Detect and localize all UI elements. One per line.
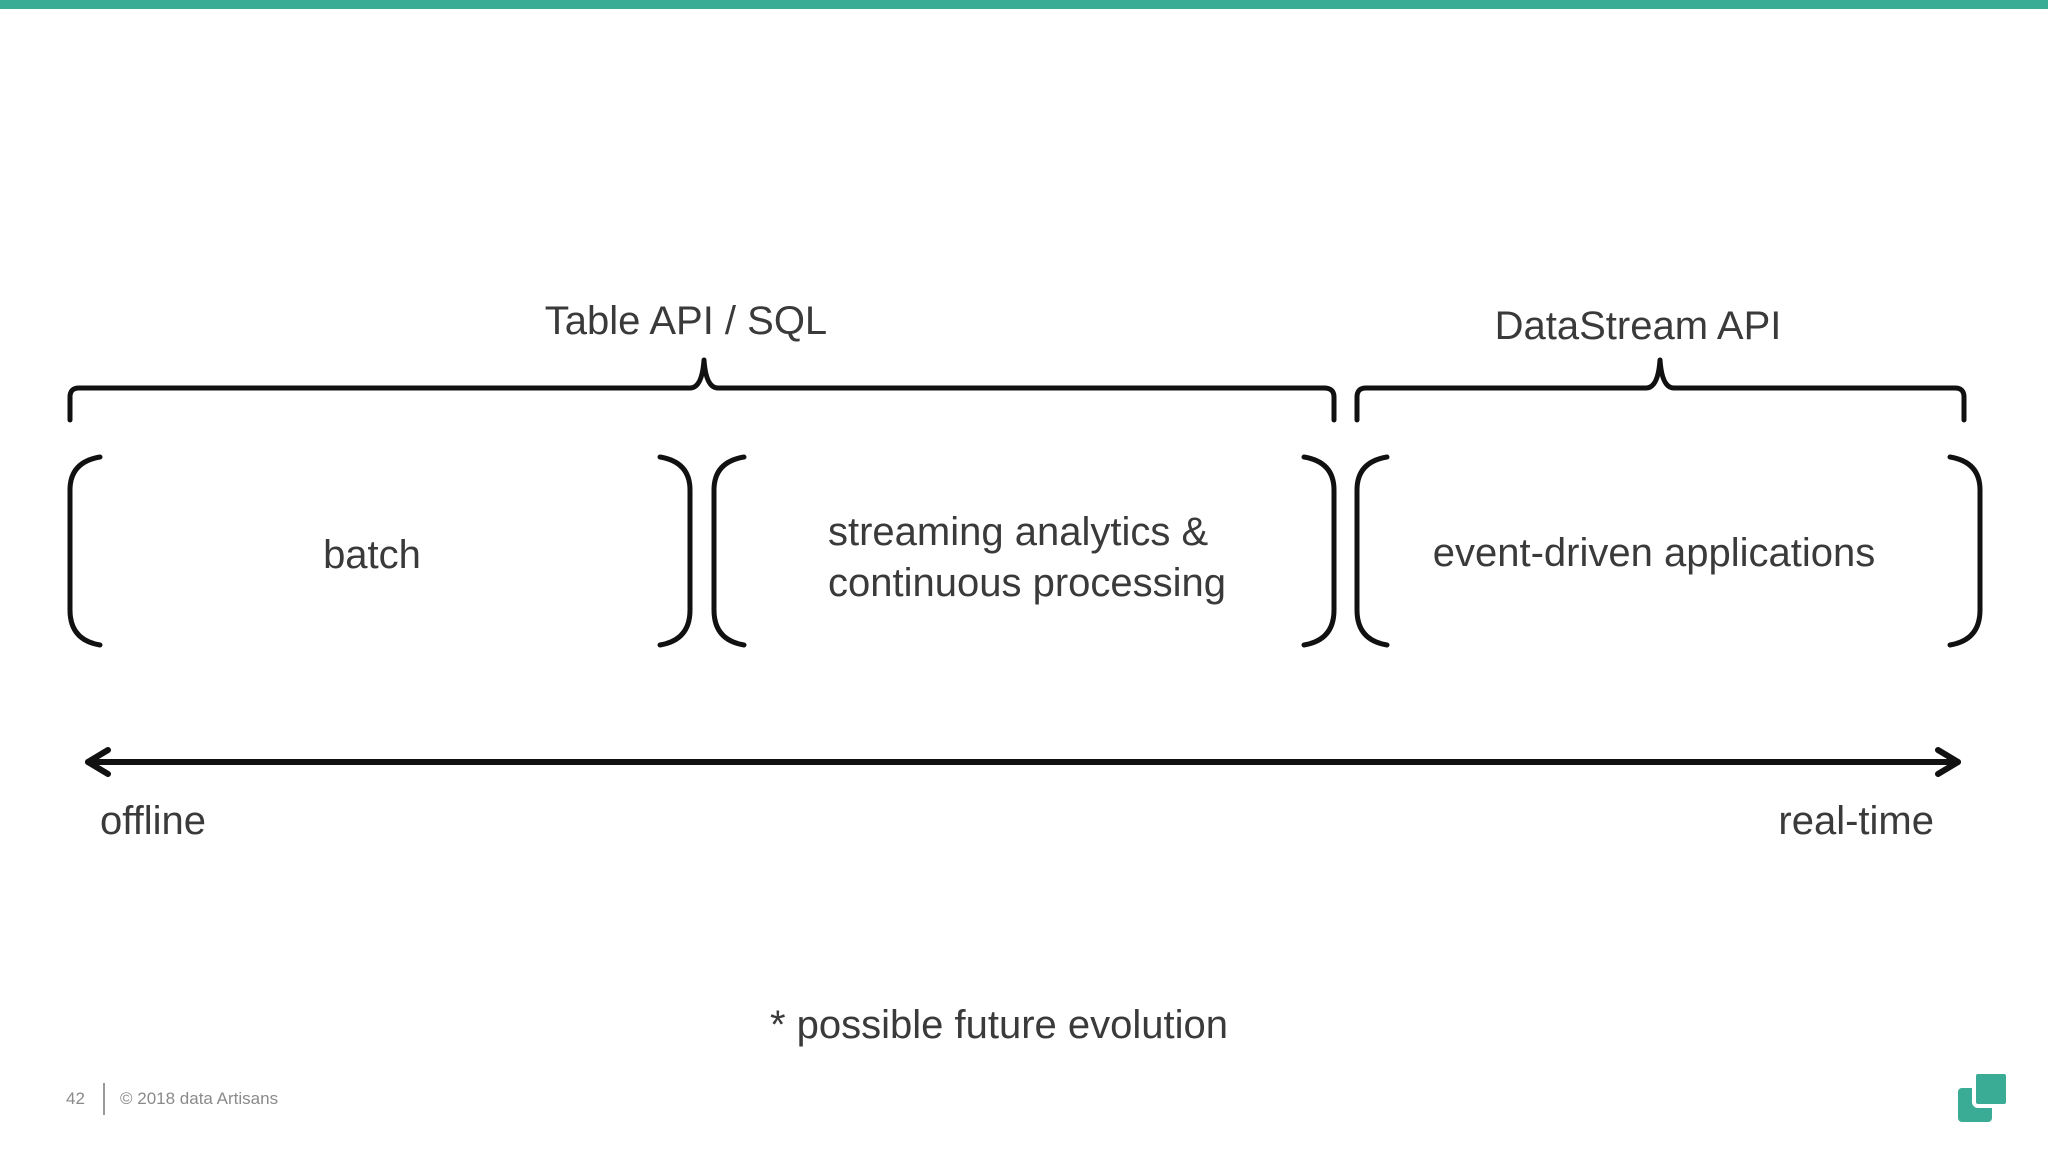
paren-open-batch — [67, 454, 103, 648]
footer-divider — [103, 1083, 105, 1115]
paren-open-streaming — [711, 454, 747, 648]
offline-realtime-axis — [85, 747, 1961, 777]
paren-open-event-driven — [1354, 454, 1390, 648]
group-brace-table-api — [67, 357, 1337, 423]
paren-close-batch — [657, 454, 693, 648]
top-accent-bar — [0, 0, 2048, 9]
footnote: * possible future evolution — [770, 1003, 1228, 1047]
group-label-datastream-api: DataStream API — [1495, 304, 1782, 348]
category-label-batch: batch — [323, 533, 421, 577]
group-brace-datastream-api — [1354, 357, 1967, 423]
paren-close-event-driven — [1947, 454, 1983, 648]
category-label-event-driven: event-driven applications — [1433, 531, 1875, 575]
group-label-table-api: Table API / SQL — [545, 299, 827, 343]
axis-label-offline: offline — [100, 799, 206, 843]
copyright-text: © 2018 data Artisans — [120, 1089, 279, 1108]
category-label-streaming-line1: streaming analytics & — [828, 510, 1208, 554]
axis-label-real-time: real-time — [1778, 799, 1934, 843]
page-number: 42 — [66, 1089, 85, 1108]
data-artisans-logo-icon — [1958, 1072, 2010, 1122]
category-label-streaming-line2: continuous processing — [828, 561, 1226, 605]
paren-close-streaming — [1301, 454, 1337, 648]
